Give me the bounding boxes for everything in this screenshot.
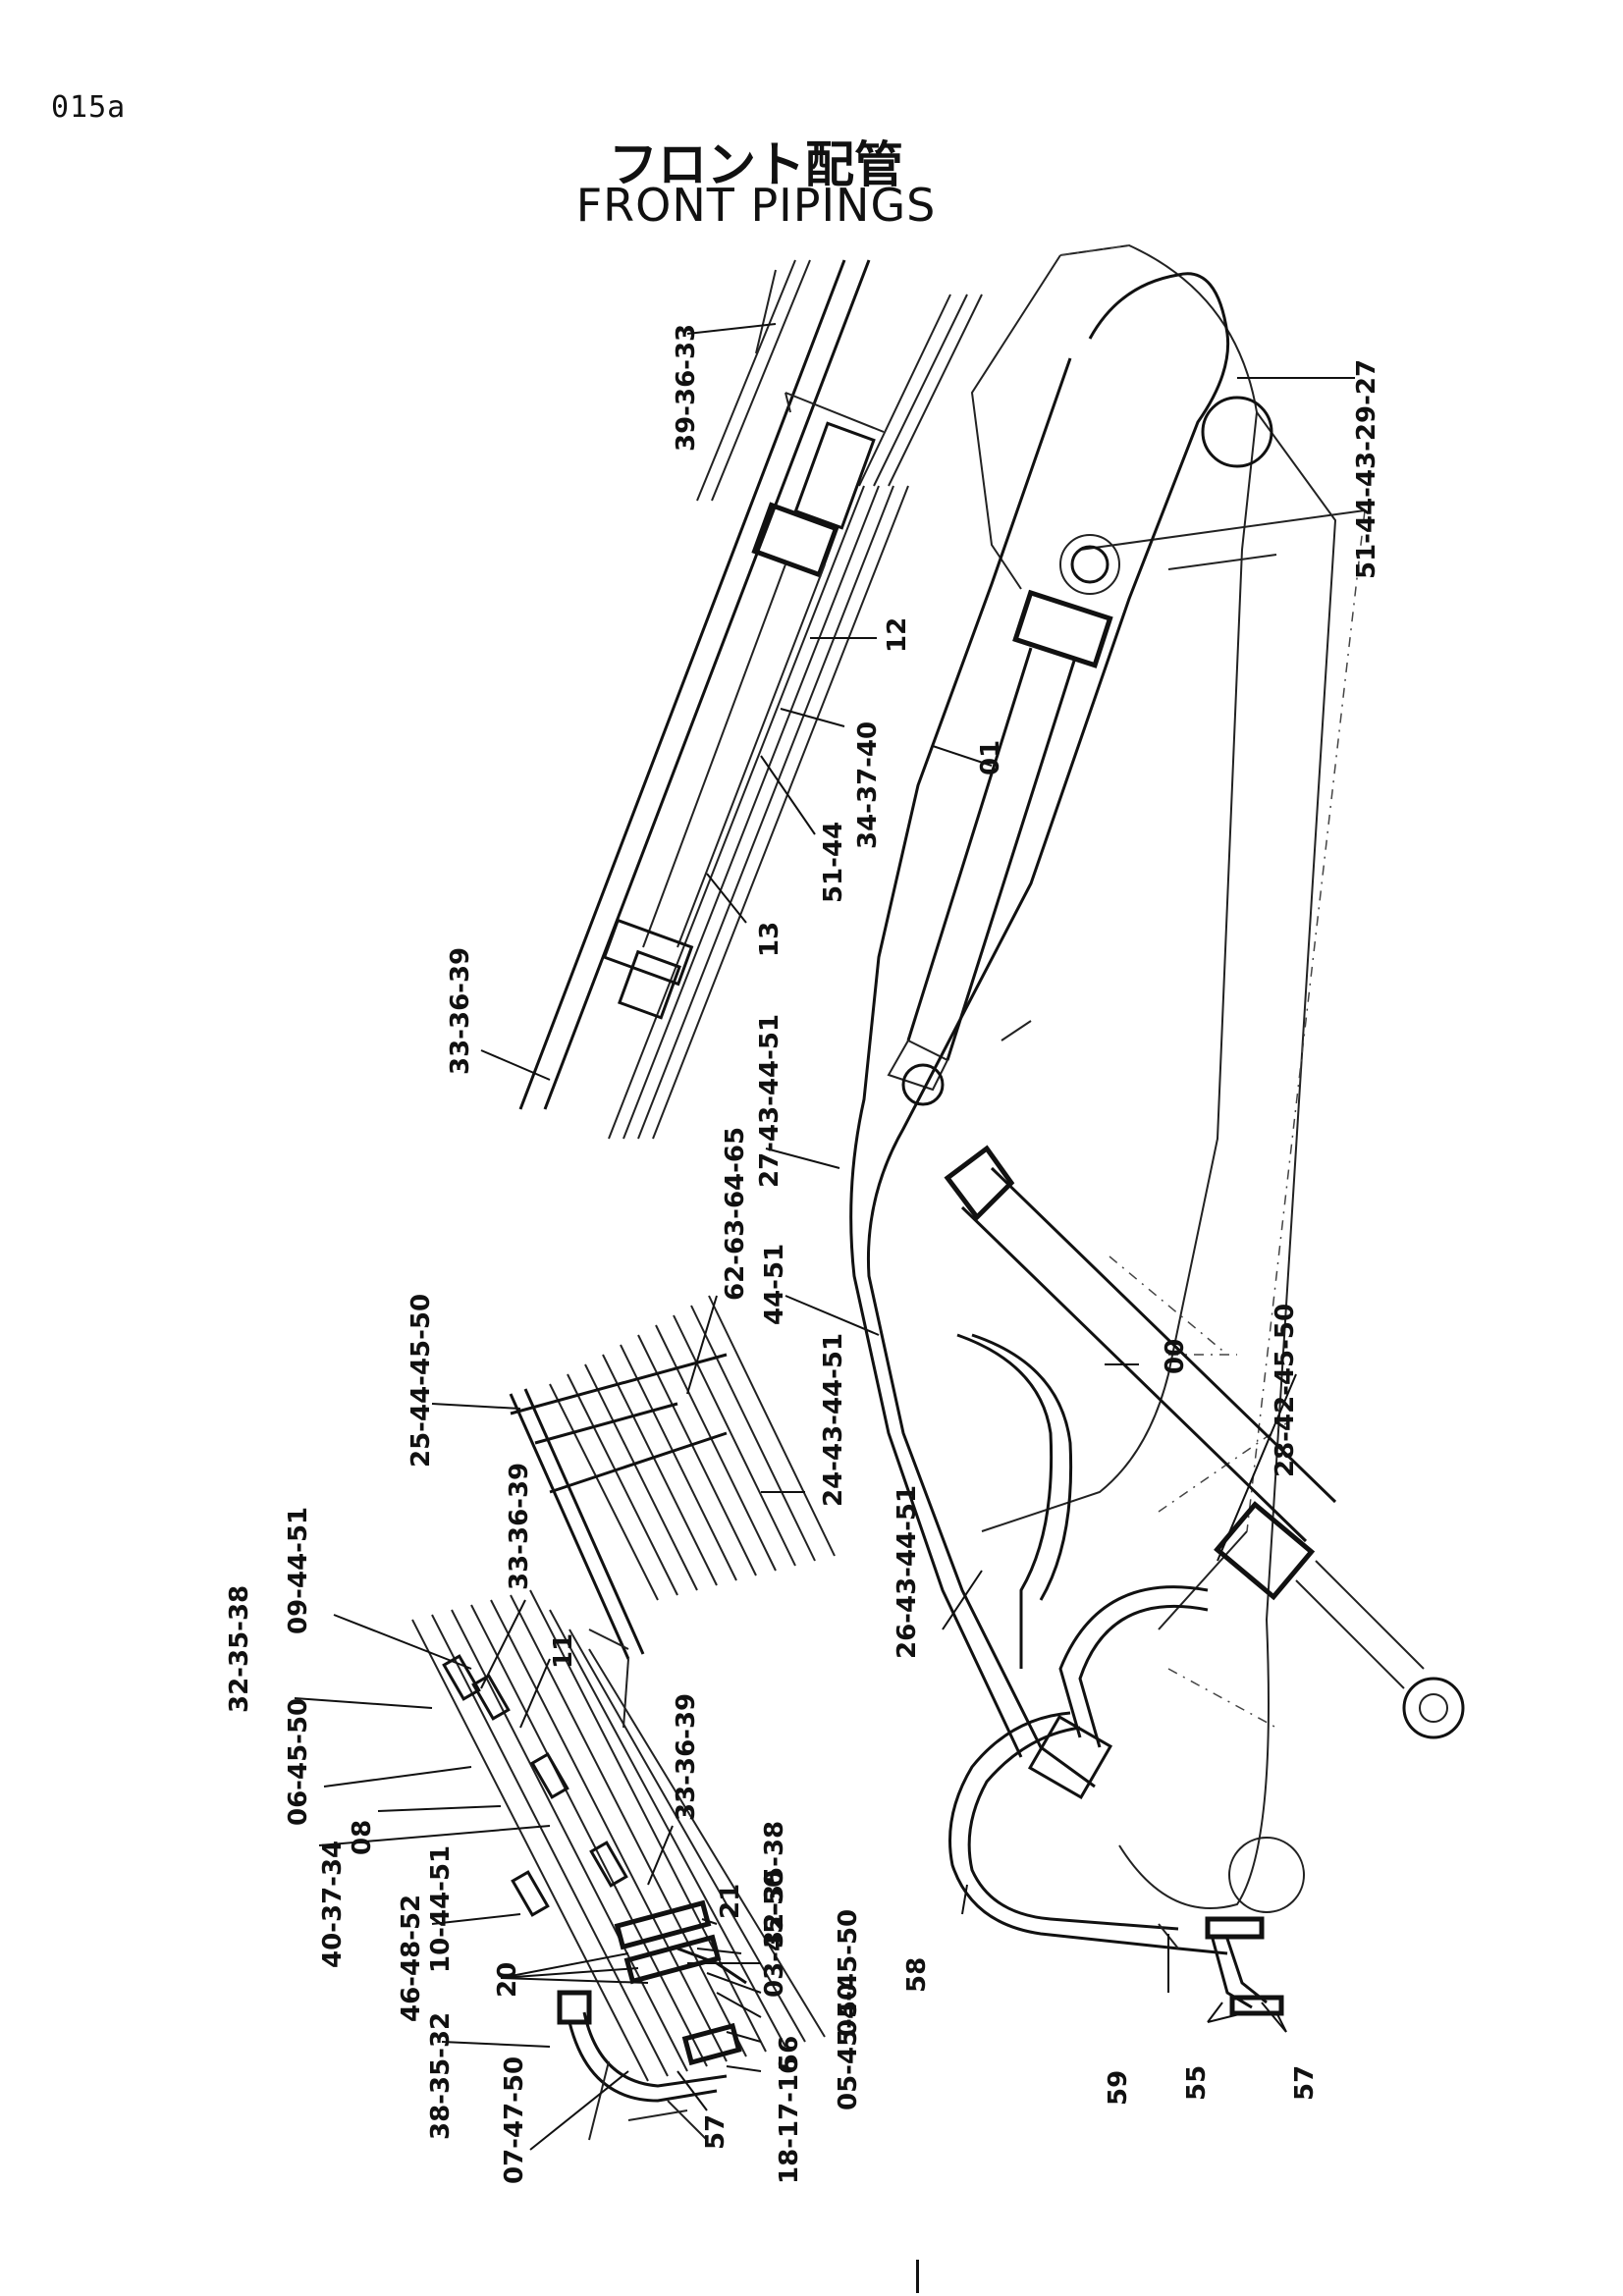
part-label: 33-36-39 xyxy=(446,947,475,1075)
title-japanese: フロント配管 xyxy=(609,136,903,193)
page-code: 015a xyxy=(51,90,127,125)
part-label: 38-35-32 xyxy=(426,2012,456,2140)
part-label: 51-44 xyxy=(819,822,848,903)
part-label: 57 xyxy=(701,2114,730,2150)
part-label: 09-44-51 xyxy=(284,1507,313,1634)
part-label: 03-45-50 xyxy=(760,1870,789,1998)
part-label: 26-43-44-51 xyxy=(893,1485,922,1659)
part-label: 32-35-38 xyxy=(225,1585,254,1713)
part-label: 40-37-34 xyxy=(318,1841,348,1968)
part-label: 39-36-33 xyxy=(672,324,701,452)
hose-bundle xyxy=(509,1295,836,1729)
part-label: 56 xyxy=(775,2036,804,2071)
part-label: 20 xyxy=(493,1962,522,1998)
part-label: 18-17-16 xyxy=(775,2056,804,2184)
part-label: 21 xyxy=(716,1884,745,1919)
part-label: 58 xyxy=(902,1957,932,1993)
boom-hoses xyxy=(849,272,1230,1800)
part-label: 25-44-45-50 xyxy=(406,1294,436,1468)
leader-lines xyxy=(294,323,1355,2151)
part-label: 00 xyxy=(1161,1339,1190,1374)
part-label: 13 xyxy=(755,922,784,957)
part-label: 55 xyxy=(1182,2065,1212,2101)
part-label: 06-45-50 xyxy=(284,1698,313,1826)
valve-side-piping xyxy=(411,1589,826,2141)
title-english: FRONT PIPINGS xyxy=(575,179,937,232)
part-label: 05-45-50 xyxy=(834,1983,863,2110)
part-label: 34-37-40 xyxy=(853,721,883,849)
part-label: 27-43-44-51 xyxy=(755,1014,784,1188)
part-label: 33-36-39 xyxy=(672,1693,701,1821)
arm-cylinder xyxy=(944,1145,1465,1739)
part-label: 46-48-52 xyxy=(397,1895,426,2022)
part-label: 44-51 xyxy=(760,1244,789,1325)
part-label: 28-42-45-50 xyxy=(1271,1304,1300,1477)
part-label: 12 xyxy=(883,617,912,653)
part-label: 33-36-39 xyxy=(505,1463,534,1590)
boom-cylinder xyxy=(887,589,1113,1106)
part-label: 08 xyxy=(348,1820,377,1855)
arm-piping-detail xyxy=(518,259,983,1140)
part-label: 59 xyxy=(1104,2070,1133,2106)
part-label: 57 xyxy=(1290,2065,1320,2101)
part-label: 24-43-44-51 xyxy=(819,1333,848,1507)
part-labels: 39-36-33 51-44-43-29-27 12 01 34-37-40 5… xyxy=(225,324,1381,2184)
attachment-hoses xyxy=(948,1711,1284,2016)
part-label: 10-44-51 xyxy=(426,1845,456,1973)
part-label: 04-45-50 xyxy=(834,1909,863,2037)
part-label: 62-63-64-65 xyxy=(721,1127,750,1301)
bottom-tick-mark xyxy=(916,2260,919,2293)
part-label: 32-35-38 xyxy=(760,1821,789,1949)
part-label: 01 xyxy=(976,740,1005,775)
part-label: 07-47-50 xyxy=(500,2056,529,2184)
part-label: 11 xyxy=(549,1633,578,1669)
part-label: 51-44-43-29-27 xyxy=(1352,359,1381,579)
